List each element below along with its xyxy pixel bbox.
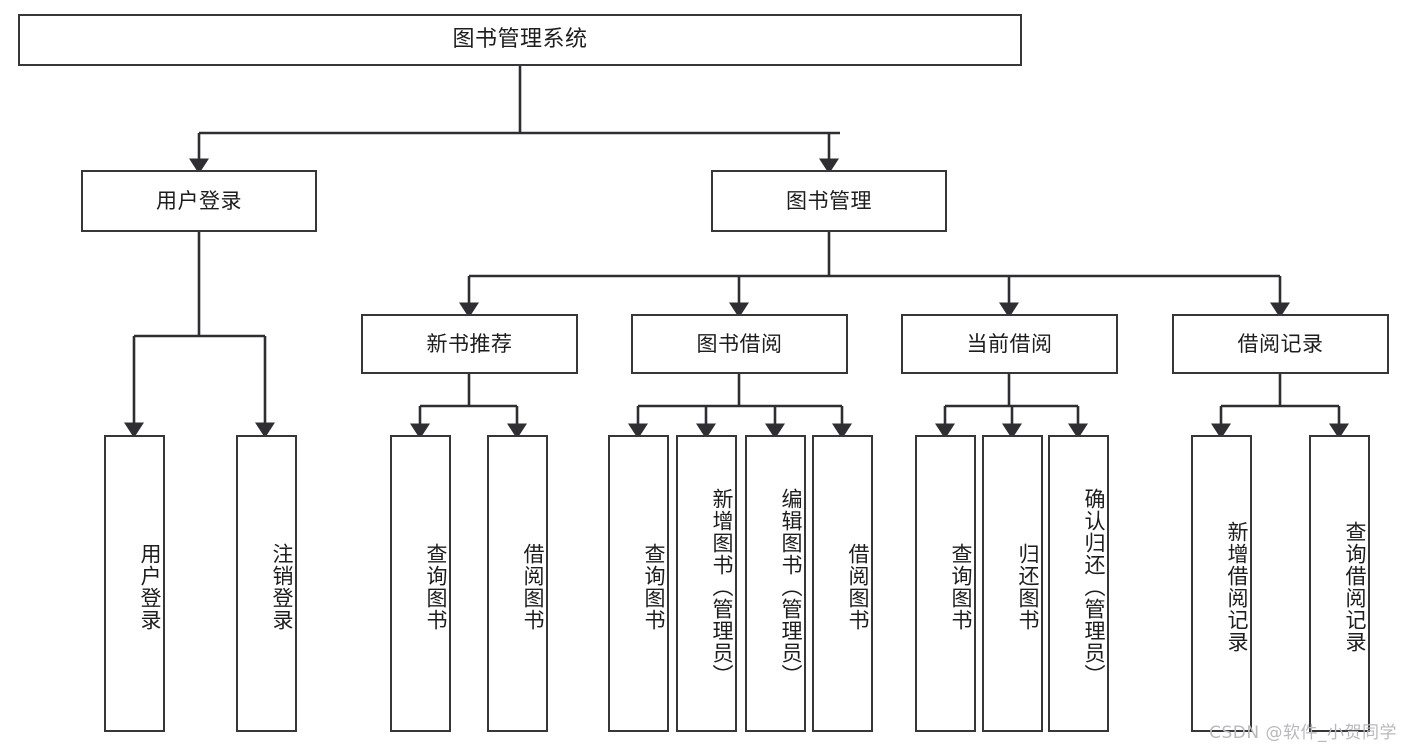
node-leaf-add-book[interactable]: 新增图书（管理员） <box>676 435 737 732</box>
node-leaf-query-record[interactable]: 查询借阅记录 <box>1309 435 1370 732</box>
node-leaf-add-record[interactable]: 新增借阅记录 <box>1191 435 1252 732</box>
node-leaf-query-book-2[interactable]: 查询图书 <box>608 435 669 732</box>
node-label: 借阅记录 <box>1237 331 1324 356</box>
node-current-borrow[interactable]: 当前借阅 <box>901 314 1118 374</box>
node-label: 注销登录 <box>270 542 294 631</box>
node-label: 图书管理 <box>786 188 872 213</box>
csdn-watermark: CSDN @软件_小贺同学 <box>1209 723 1397 743</box>
node-label: 图书管理系统 <box>452 27 588 53</box>
node-label: 归还图书 <box>1016 542 1040 631</box>
node-leaf-query-book-1[interactable]: 查询图书 <box>390 435 451 732</box>
node-leaf-borrow-book-2[interactable]: 借阅图书 <box>812 435 873 732</box>
node-label: 当前借阅 <box>966 331 1053 356</box>
node-label: 借阅图书 <box>521 542 545 631</box>
node-leaf-return-book[interactable]: 归还图书 <box>982 435 1043 732</box>
node-label: 新书推荐 <box>426 331 513 356</box>
node-label: 编辑图书（管理员） <box>779 487 803 686</box>
node-leaf-user-login[interactable]: 用户登录 <box>104 435 165 732</box>
node-user-login[interactable]: 用户登录 <box>81 170 317 232</box>
node-book-borrow[interactable]: 图书借阅 <box>631 314 848 374</box>
node-label: 查询图书 <box>424 542 448 631</box>
node-borrow-record[interactable]: 借阅记录 <box>1172 314 1389 374</box>
node-leaf-borrow-book-1[interactable]: 借阅图书 <box>487 435 548 732</box>
node-label: 确认归还（管理员） <box>1082 487 1106 686</box>
node-leaf-edit-book[interactable]: 编辑图书（管理员） <box>745 435 806 732</box>
node-new-book-recommend[interactable]: 新书推荐 <box>361 314 578 374</box>
node-leaf-logout-login[interactable]: 注销登录 <box>236 435 297 732</box>
node-label: 图书借阅 <box>696 331 783 356</box>
node-label: 新增图书（管理员） <box>710 487 734 686</box>
node-label: 查询图书 <box>642 542 666 631</box>
node-root-book-management-system[interactable]: 图书管理系统 <box>18 14 1022 66</box>
node-label: 查询图书 <box>949 542 973 631</box>
node-leaf-confirm-return[interactable]: 确认归还（管理员） <box>1048 435 1109 732</box>
node-leaf-query-book-3[interactable]: 查询图书 <box>915 435 976 732</box>
node-label: 新增借阅记录 <box>1225 520 1249 653</box>
node-book-management[interactable]: 图书管理 <box>711 170 947 232</box>
node-label: 用户登录 <box>156 188 242 213</box>
node-label: 用户登录 <box>138 542 162 631</box>
node-label: 查询借阅记录 <box>1343 520 1367 653</box>
node-label: 借阅图书 <box>846 542 870 631</box>
